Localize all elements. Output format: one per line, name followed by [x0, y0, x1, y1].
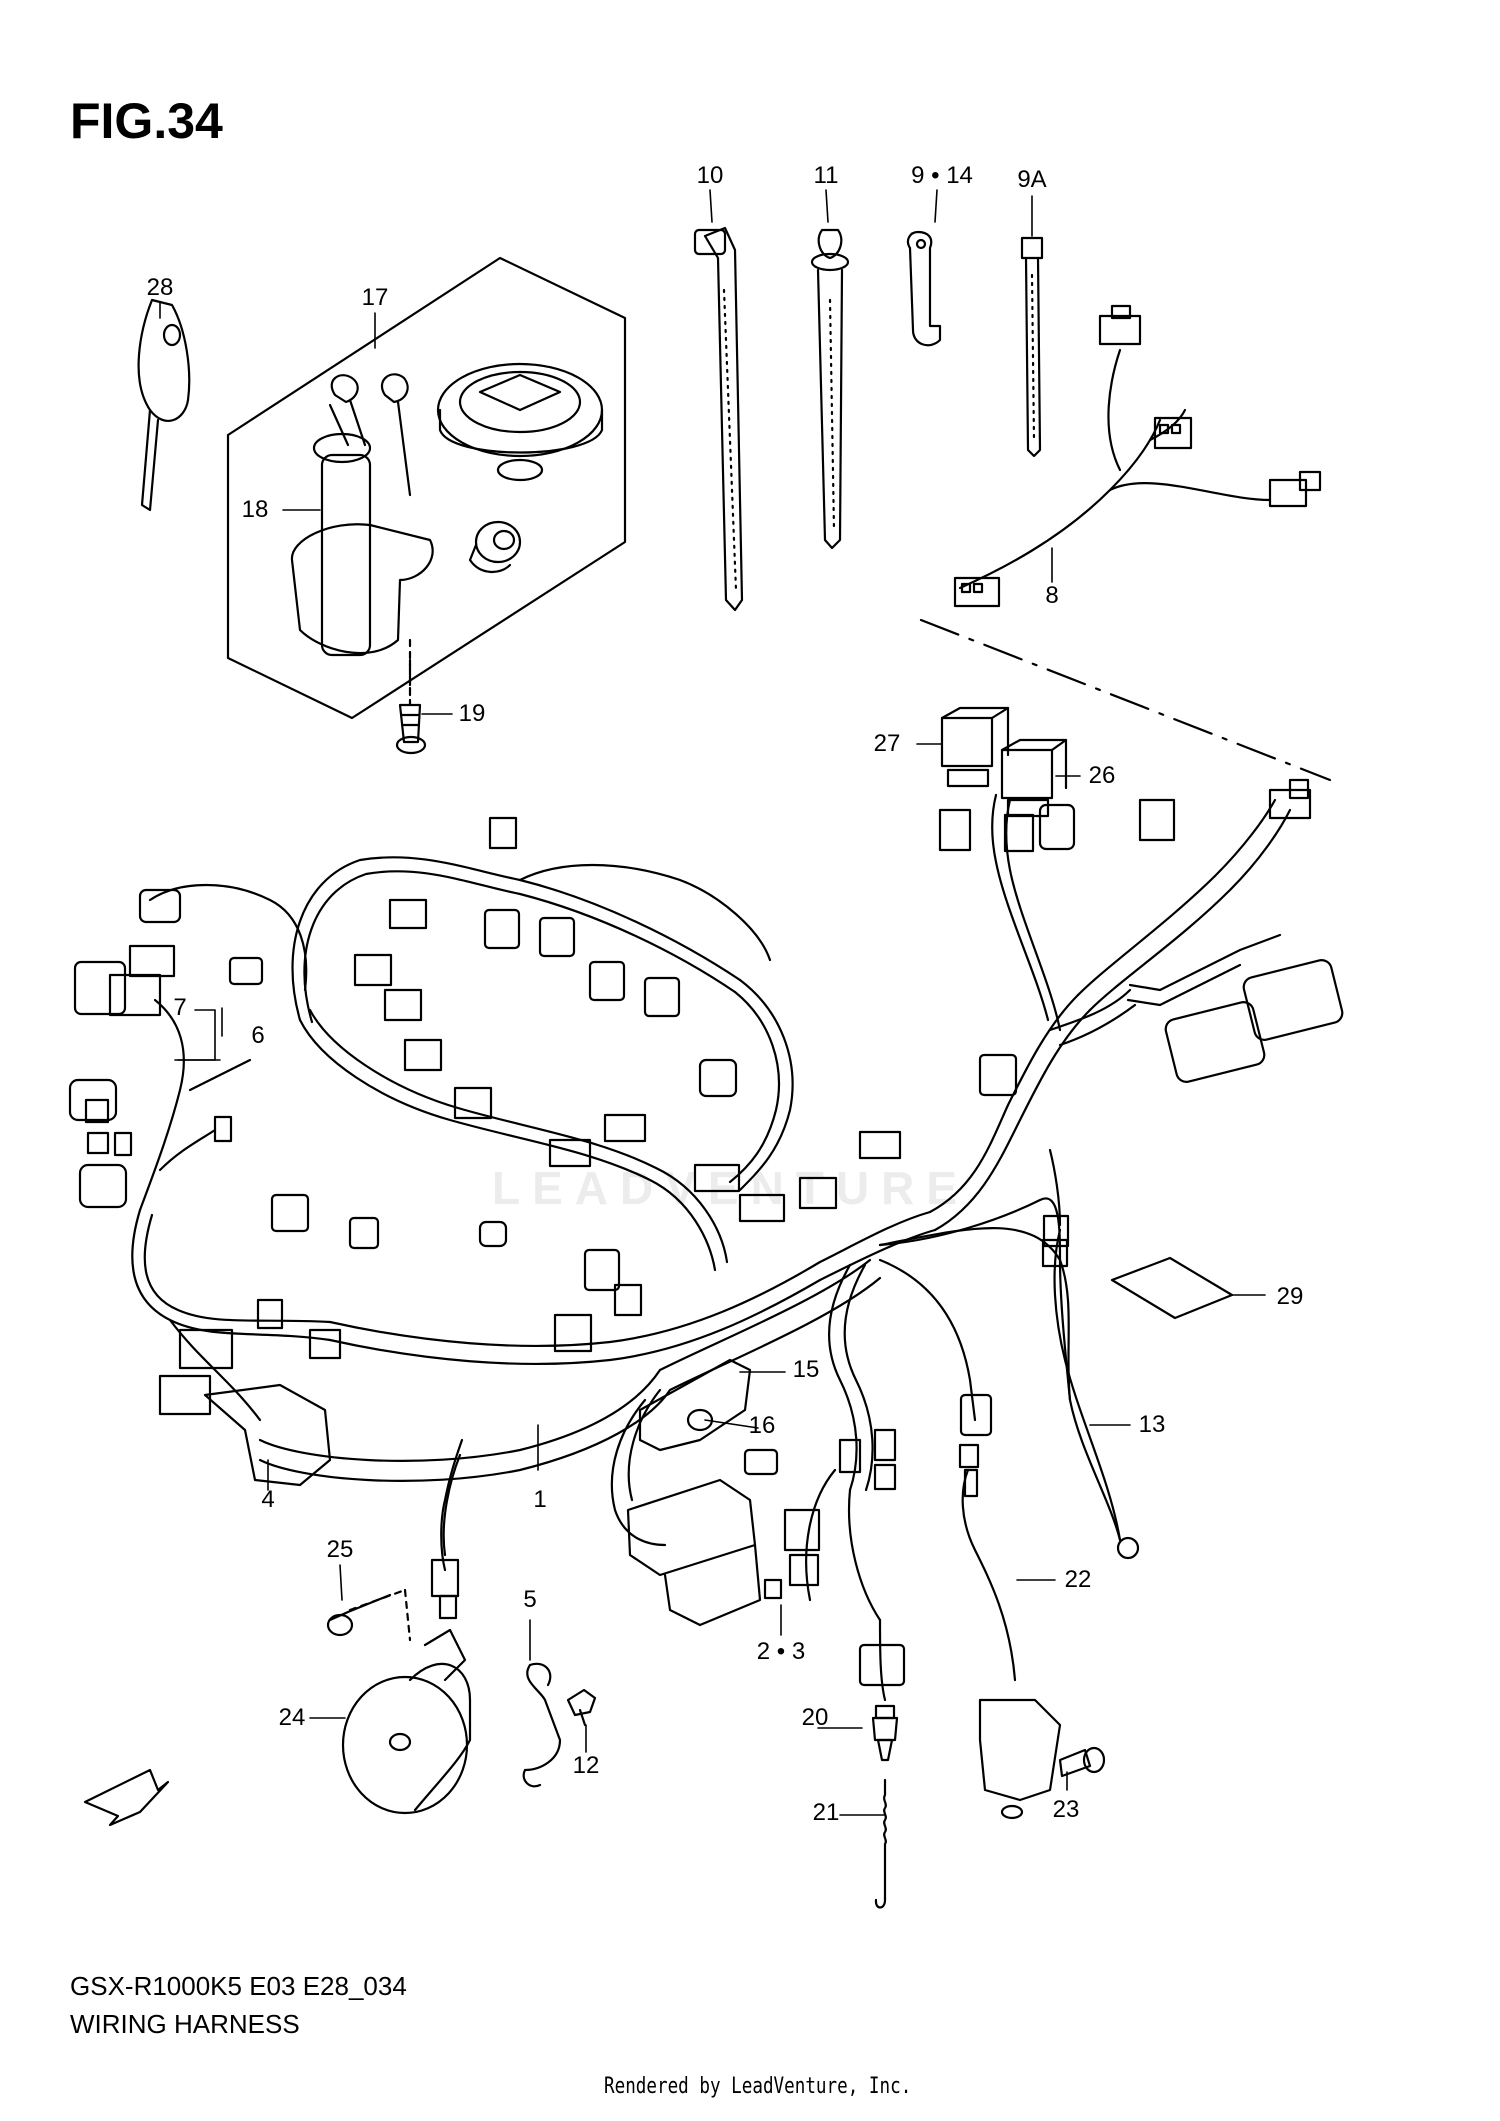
callout-2-3: 2 • 3	[756, 1638, 806, 1665]
callout-11: 11	[813, 162, 839, 189]
callout-27: 27	[873, 730, 901, 757]
cable-tie-10	[695, 228, 742, 610]
callout-6: 6	[251, 1022, 265, 1049]
callout-23: 23	[1052, 1796, 1080, 1823]
connector-4	[205, 1385, 330, 1485]
main-harness-1	[70, 780, 1344, 1485]
figure-title: FIG.34	[70, 93, 223, 149]
cable-tie-11	[812, 230, 848, 548]
callout-4: 4	[261, 1486, 275, 1513]
callout-15: 15	[792, 1356, 820, 1383]
callout-1: 1	[533, 1486, 547, 1513]
callout-5: 5	[523, 1586, 537, 1613]
callout-10: 10	[696, 162, 724, 189]
ignition-switch-18	[292, 374, 433, 690]
fuel-tank-cap-lock	[438, 364, 602, 480]
sub-harness-8	[921, 306, 1330, 780]
callout-9-14: 9 • 14	[911, 162, 973, 189]
callout-12: 12	[572, 1752, 600, 1779]
lower-branches	[85, 1150, 1232, 1908]
callout-8: 8	[1045, 582, 1059, 609]
callout-25: 25	[326, 1536, 354, 1563]
callout-13: 13	[1138, 1411, 1166, 1438]
callout-9A: 9A	[1017, 166, 1047, 193]
callout-20: 20	[801, 1704, 829, 1731]
ignition-switch-set-box	[228, 258, 625, 718]
model-code: GSX-R1000K5 E03 E28_034	[70, 1971, 407, 2001]
callout-24: 24	[278, 1704, 306, 1731]
callout-7: 7	[173, 994, 187, 1021]
watermark: LEADVENTURE	[492, 1162, 970, 1214]
leader-lines	[160, 190, 1265, 1815]
callout-29: 29	[1276, 1283, 1304, 1310]
diagram-caption: WIRING HARNESS	[70, 2009, 300, 2039]
callout-22: 22	[1064, 1566, 1092, 1593]
seat-lock-cylinder	[470, 522, 520, 572]
ignition-key-28	[139, 300, 190, 510]
callout-19: 19	[458, 700, 486, 727]
relay-27	[942, 708, 1008, 786]
render-credit: Rendered by LeadVenture, Inc.	[604, 2074, 912, 2099]
callout-26: 26	[1088, 762, 1116, 789]
callout-28: 28	[146, 274, 174, 301]
cable-tie-9A	[1022, 238, 1042, 456]
screw-19	[397, 660, 425, 753]
callout-17: 17	[361, 284, 389, 311]
callout-21: 21	[812, 1799, 840, 1826]
callout-16: 16	[748, 1412, 776, 1439]
clamp-9-14	[908, 232, 940, 345]
callout-18: 18	[241, 496, 269, 523]
